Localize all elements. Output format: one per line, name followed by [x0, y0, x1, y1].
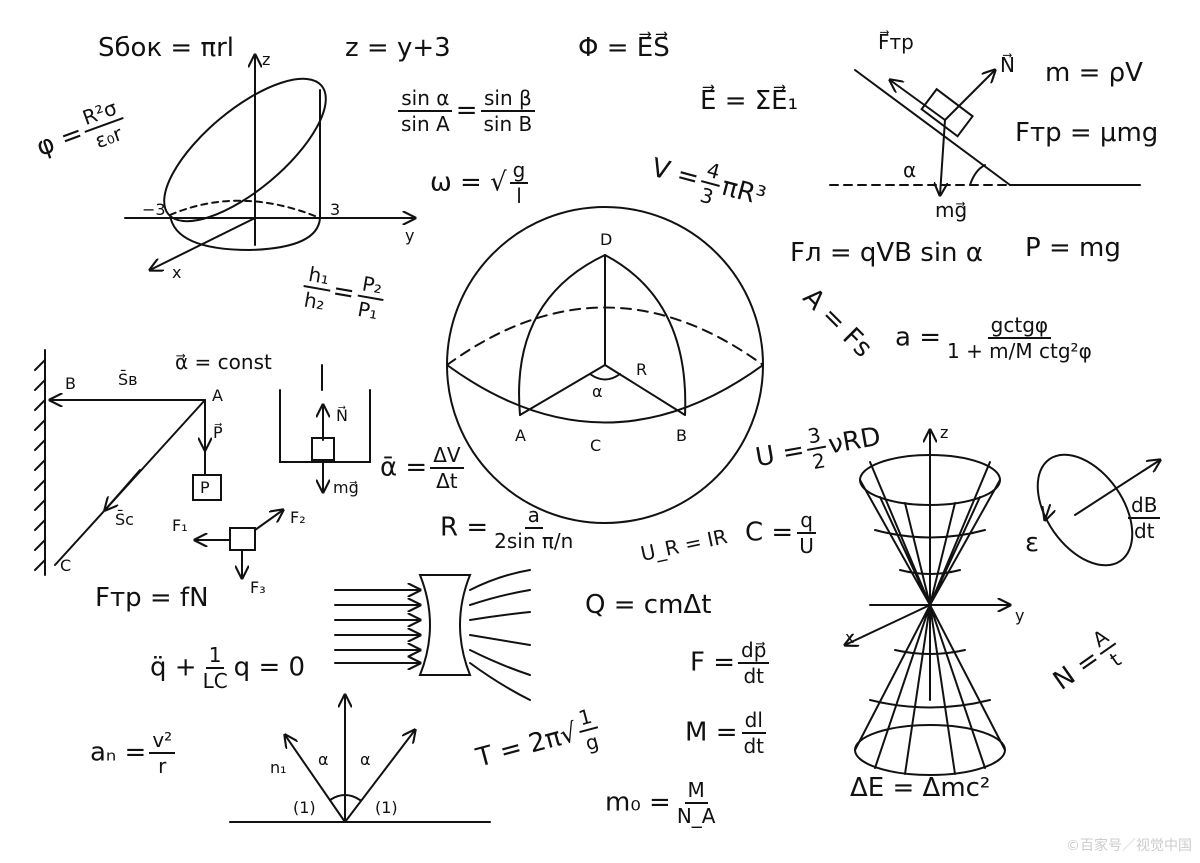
- force-f3-label: F₃: [250, 578, 266, 597]
- heat-formula: Q = cmΔt: [585, 590, 712, 620]
- triangle-label-c: C: [60, 556, 72, 575]
- lateral-area-formula: Sбок = πrl: [98, 33, 235, 63]
- sphere-label-b: B: [676, 426, 687, 445]
- friction-formula: Fтр = fN: [95, 583, 209, 613]
- cone-z-label: z: [940, 423, 949, 442]
- z-equation: z = y+3: [345, 33, 451, 63]
- alpha-const-formula: α⃗ = const: [175, 350, 272, 374]
- reflect-index2-label: (1): [375, 798, 398, 817]
- normal-force-label: N⃗: [1000, 53, 1015, 77]
- force-block-diagram: [195, 510, 283, 578]
- triangle-label-p: P⃗: [213, 423, 223, 442]
- triangle-label-b: B: [65, 374, 76, 393]
- incline-angle-label: α: [903, 158, 917, 182]
- sphere-diagram: [446, 206, 764, 524]
- incline-weight-label: mg⃗: [935, 198, 968, 222]
- sphere-label-a: A: [515, 426, 526, 445]
- box-forces-diagram: [279, 364, 371, 492]
- reflect-alpha2-label: α: [360, 750, 371, 769]
- cyl-3-label: 3: [330, 200, 341, 219]
- triangle-weight-box: P: [200, 478, 210, 497]
- sphere-label-d: D: [600, 230, 613, 249]
- cone-x-label: x: [845, 628, 855, 647]
- mass-energy-formula: ΔE = Δmc²: [850, 773, 991, 803]
- density-formula: m = ρV: [1045, 58, 1143, 88]
- emf-loop-diagram: [1036, 453, 1160, 567]
- friction-mu-formula: Fтр = μmg: [1015, 118, 1159, 148]
- watermark: ©百家号／视觉中国: [1066, 838, 1192, 854]
- newton-formula: F =dp⃗dt: [690, 640, 772, 686]
- cylinder-diagram: [124, 55, 415, 270]
- cyl-minus3-label: −3: [142, 200, 166, 219]
- force-f2-label: F₂: [290, 508, 306, 527]
- field-sum-formula: E⃗ = ΣE⃗₁: [700, 86, 799, 116]
- friction-force-label: F⃗тр: [878, 30, 914, 54]
- triangle-label-a: A: [212, 386, 223, 405]
- force-f1-label: F₁: [172, 516, 188, 535]
- cyl-z-label: z: [262, 50, 271, 69]
- reflect-n1-label: n₁: [270, 758, 287, 777]
- emf-label: ε: [1025, 528, 1040, 558]
- sphere-label-c: C: [590, 436, 602, 455]
- lorentz-formula: Fл = qVB sin α: [790, 238, 983, 268]
- weight-formula: P = mg: [1025, 233, 1121, 263]
- reflect-alpha1-label: α: [318, 750, 329, 769]
- box-normal-label: N⃗: [336, 406, 348, 425]
- sphere-label-alpha: α: [592, 382, 603, 401]
- cyl-x-label: x: [172, 263, 182, 282]
- reflection-diagram: [229, 695, 491, 823]
- triangle-label-sb: S̄в: [118, 370, 138, 389]
- incline-diagram: [829, 70, 1141, 195]
- box-weight-label: mg⃗: [333, 478, 359, 497]
- cone-y-label: y: [1015, 606, 1025, 625]
- lens-diagram: [334, 569, 531, 701]
- reflect-index1-label: (1): [293, 798, 316, 817]
- sphere-label-r: R: [636, 360, 648, 379]
- cyl-y-label: y: [405, 226, 415, 245]
- triangle-label-sc: S̄c: [115, 510, 134, 529]
- triangle-diagram: [34, 349, 222, 576]
- double-cone-diagram: [845, 430, 1010, 776]
- flux-formula: Φ = E⃗S⃗: [578, 33, 670, 63]
